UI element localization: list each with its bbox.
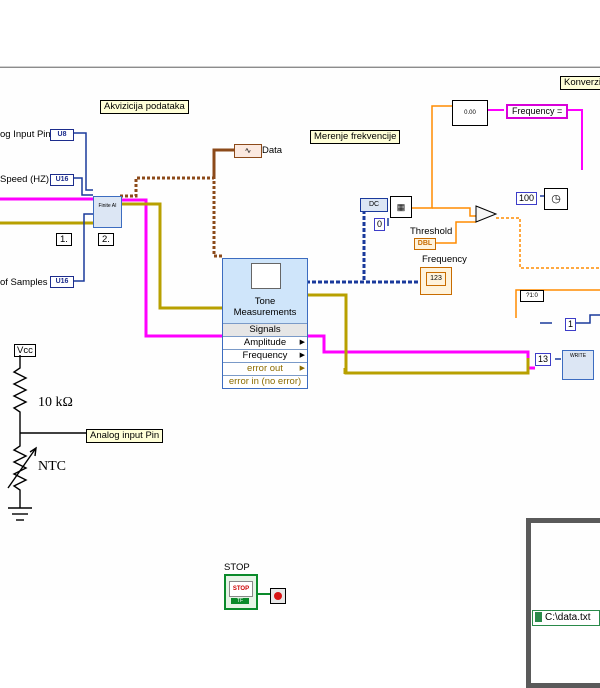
bool-to-number-node[interactable]: ?1:0 xyxy=(520,290,544,302)
tone-row-error-in[interactable]: error in (no error) xyxy=(223,375,307,388)
blue-wire xyxy=(74,177,93,196)
circuit-schematic xyxy=(7,355,86,521)
tone-measurements-vi[interactable]: Tone Measurements Signals Amplitude ▶ Fre… xyxy=(222,258,308,389)
frequency-label: Frequency xyxy=(422,254,467,265)
frequency-indicator[interactable]: 123 xyxy=(420,267,452,295)
path-icon xyxy=(535,612,542,623)
tone-row-amplitude[interactable]: Amplitude ▶ xyxy=(223,336,307,349)
tone-row-amplitude-label: Amplitude xyxy=(243,337,287,348)
blue-wire xyxy=(74,132,93,191)
convert-icon: ?1:0 xyxy=(526,293,538,299)
data-waveform-indicator[interactable]: ∿ xyxy=(234,144,262,158)
loop-condition-terminal[interactable] xyxy=(270,588,286,604)
measurement-title: Merenje frekvencije xyxy=(310,130,401,144)
u8-terminal[interactable]: U8 xyxy=(50,129,74,141)
divider xyxy=(0,66,600,67)
dc-icon: DC xyxy=(368,201,380,208)
numeric-wire xyxy=(496,217,600,269)
resistor-label: 10 kΩ xyxy=(38,395,73,410)
wire-layer xyxy=(0,105,600,521)
pink-wire xyxy=(120,198,535,370)
error-wire xyxy=(306,293,530,375)
step-2-label: 2. xyxy=(98,233,114,246)
dynamic-wire xyxy=(306,204,370,284)
samples-label: of Samples xyxy=(0,277,48,288)
wait-timer-node[interactable]: ◷ xyxy=(544,188,568,210)
write-caption: WRITE xyxy=(569,353,587,359)
waveform-wire xyxy=(120,176,222,258)
block-diagram[interactable]: og Input Pin Speed (HZ) of Samples U8 U1… xyxy=(0,68,600,688)
vcc-label: Vcc xyxy=(14,344,36,357)
error-wire xyxy=(120,202,222,310)
dc-conversion-node[interactable]: DC xyxy=(360,198,388,212)
finite-ai-node[interactable]: Finite AI xyxy=(93,196,122,228)
threshold-label: Threshold xyxy=(410,226,453,237)
conversion-title: Konverzi xyxy=(560,76,600,90)
pink-wire xyxy=(568,109,583,170)
acquisition-title: Akvizicija podataka xyxy=(100,100,189,114)
stop-face: STOP xyxy=(229,581,253,597)
waveform-icon: ∿ xyxy=(244,146,252,155)
numeric-wire xyxy=(436,221,476,244)
arrow-right-icon: ▶ xyxy=(299,339,305,346)
format-number-node[interactable]: 0.00 xyxy=(452,100,488,126)
finite-ai-caption: Finite AI xyxy=(98,203,117,209)
tone-row-error-out[interactable]: error out ▶ xyxy=(223,362,307,375)
stop-button[interactable]: STOP TF xyxy=(224,574,258,610)
index-zero-constant[interactable]: 0 xyxy=(374,218,386,231)
pin-label: og Input Pin xyxy=(0,129,51,140)
hundred-constant[interactable]: 100 xyxy=(516,192,538,205)
tone-row-frequency-label: Frequency xyxy=(242,350,288,361)
numeric-wire xyxy=(410,105,452,209)
tone-title: Tone Measurements xyxy=(233,296,297,318)
tone-icon xyxy=(251,263,281,289)
stop-label: STOP xyxy=(224,562,250,573)
inner-loop-frame[interactable] xyxy=(526,518,600,688)
digital-write-node[interactable]: WRITE xyxy=(562,350,594,380)
front-panel-strip xyxy=(0,0,600,68)
clock-icon: ◷ xyxy=(551,193,561,205)
step-1-label: 1. xyxy=(56,233,72,246)
arrow-right-icon: ▶ xyxy=(299,352,305,359)
u16-speed-terminal[interactable]: U16 xyxy=(50,174,74,186)
numeric-wire xyxy=(432,207,476,217)
arrow-right-icon: ▶ xyxy=(299,365,305,372)
threshold-terminal[interactable]: DBL xyxy=(414,238,436,250)
tone-row-frequency[interactable]: Frequency ▶ xyxy=(223,349,307,362)
frequency-string-constant[interactable]: Frequency = xyxy=(506,104,569,119)
index-icon: ▦ xyxy=(396,202,406,212)
u16-samples-terminal[interactable]: U16 xyxy=(50,276,74,288)
tone-row-signals[interactable]: Signals xyxy=(223,323,307,336)
ntc-label: NTC xyxy=(38,459,66,474)
file-path-constant[interactable]: C:\data.txt xyxy=(532,610,600,626)
stop-tf-label: TF xyxy=(231,598,249,604)
speed-label: Speed (HZ) xyxy=(0,174,50,185)
thirteen-constant[interactable]: 13 xyxy=(535,353,552,366)
frequency-indicator-value: 123 xyxy=(426,272,446,286)
file-path-text: C:\data.txt xyxy=(545,612,591,623)
numeric-wire xyxy=(515,289,600,318)
analog-pin-label: Analog input Pin xyxy=(86,429,164,443)
tone-row-error-out-label: error out xyxy=(247,363,283,374)
waveform-wire xyxy=(212,148,234,178)
array-index-node[interactable]: ▦ xyxy=(390,196,412,218)
one-constant[interactable]: 1 xyxy=(565,318,577,331)
data-label: Data xyxy=(262,145,283,156)
blue-wire xyxy=(74,213,93,282)
greater-than-node xyxy=(475,205,498,223)
format-icon: 0.00 xyxy=(464,110,476,116)
tone-header: Tone Measurements xyxy=(223,259,307,323)
blue-wire xyxy=(576,314,600,324)
